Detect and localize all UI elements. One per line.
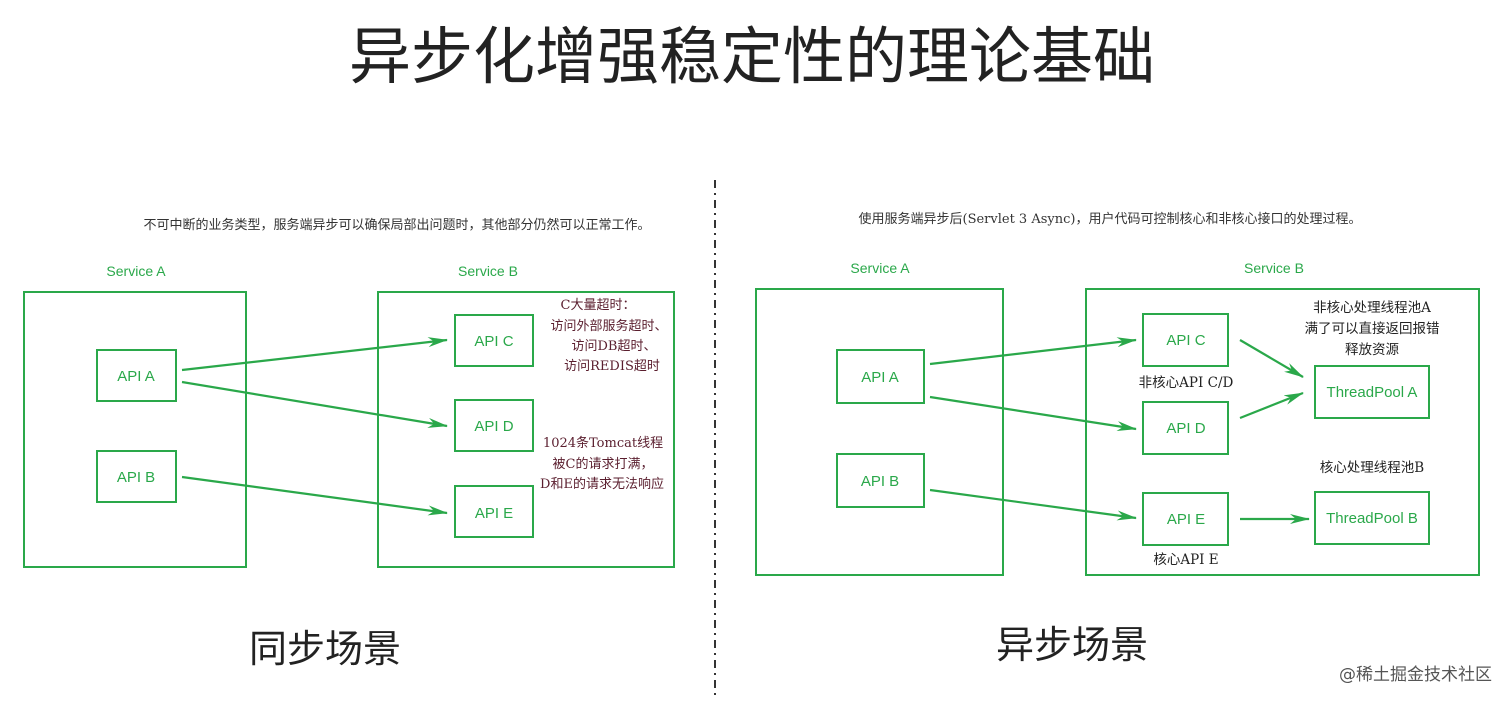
async-arrow-c-to-pool-a xyxy=(1239,339,1304,378)
sync-note-timeout-line-3: 访问DB超时、 xyxy=(572,339,657,354)
async-arrow-d-to-pool-a xyxy=(1239,391,1304,420)
sync-service-a-box xyxy=(23,291,247,568)
async-api-c-label: API C xyxy=(1166,332,1205,349)
sync-service-b-label: Service B xyxy=(458,263,518,279)
async-service-a-label: Service A xyxy=(850,260,910,276)
async-api-b-box xyxy=(836,453,925,508)
sync-note-timeout-line-4: 访问REDIS超时 xyxy=(564,359,660,374)
sync-api-a-label: API A xyxy=(117,368,155,385)
sync-api-d-box xyxy=(454,399,534,452)
async-note-pool-a-line-2: 满了可以直接返回报错 xyxy=(1305,320,1440,337)
sync-service-a-label: Service A xyxy=(106,263,166,279)
async-arrow-a-to-c xyxy=(929,337,1137,366)
sync-caption: 不可中断的业务类型，服务端异步可以确保局部出问题时，其他部分仍然可以正常工作。 xyxy=(143,217,650,233)
page-title: 异步化增强稳定性的理论基础 xyxy=(349,20,1155,93)
sync-note-timeout-line-2: 访问外部服务超时、 xyxy=(550,318,667,334)
sync-api-c-box xyxy=(454,314,534,367)
async-arrow-b-to-e xyxy=(929,488,1137,521)
sync-api-b-label: API B xyxy=(117,469,155,486)
sync-note-threads: 1024条Tomcat线程 被C的请求打满， D和E的请求无法响应 xyxy=(540,435,664,492)
async-service-b-box xyxy=(1085,288,1480,576)
watermark: @稀土掘金技术社区 xyxy=(1339,665,1492,685)
sync-api-d-label: API D xyxy=(474,418,513,435)
async-note-pool-a: 非核心处理线程池A 满了可以直接返回报错 释放资源 xyxy=(1305,300,1440,358)
async-scene-label: 异步场景 xyxy=(996,623,1148,667)
async-api-d-box xyxy=(1142,401,1229,455)
sync-scenario: 不可中断的业务类型，服务端异步可以确保局部出问题时，其他部分仍然可以正常工作。 … xyxy=(23,217,675,671)
async-api-a-box xyxy=(836,349,925,404)
async-api-e-label: API E xyxy=(1167,511,1205,528)
async-service-a-box xyxy=(755,288,1004,576)
sync-api-e-box xyxy=(454,485,534,538)
sync-note-timeout: C大量超时： 访问外部服务超时、 访问DB超时、 访问REDIS超时 xyxy=(550,298,667,374)
async-threadpool-b-box xyxy=(1314,491,1430,545)
async-service-b-label: Service B xyxy=(1244,260,1304,276)
async-api-a-label: API A xyxy=(861,369,899,386)
sync-service-b-box xyxy=(377,291,675,568)
sync-arrow-b-to-e xyxy=(181,475,448,516)
async-arrow-a-to-d xyxy=(929,395,1137,432)
sync-api-c-label: API C xyxy=(474,333,513,350)
async-scenario: 使用服务端异步后(Servlet 3 Async)，用户代码可控制核心和非核心接… xyxy=(755,211,1480,667)
sync-note-threads-line-2: 被C的请求打满， xyxy=(553,456,654,472)
async-note-pool-a-line-3: 释放资源 xyxy=(1345,342,1399,358)
sync-note-threads-line-3: D和E的请求无法响应 xyxy=(540,476,664,492)
sync-arrow-a-to-d xyxy=(181,380,448,428)
sync-api-e-label: API E xyxy=(475,505,513,522)
sync-api-b-box xyxy=(96,450,177,503)
async-note-pool-b: 核心处理线程池B xyxy=(1320,460,1424,476)
async-threadpool-b-label: ThreadPool B xyxy=(1326,510,1418,527)
async-note-pool-a-line-1: 非核心处理线程池A xyxy=(1313,300,1431,316)
async-threadpool-a-label: ThreadPool A xyxy=(1327,384,1418,401)
async-api-d-label: API D xyxy=(1166,420,1205,437)
async-api-e-box xyxy=(1142,492,1229,546)
sync-note-threads-line-1: 1024条Tomcat线程 xyxy=(543,435,663,451)
async-api-c-box xyxy=(1142,313,1229,367)
async-label-noncore-cd: 非核心API C/D xyxy=(1139,375,1234,391)
sync-arrow-a-to-c xyxy=(181,337,448,372)
async-threadpool-a-box xyxy=(1314,365,1430,419)
sync-api-a-box xyxy=(96,349,177,402)
async-api-b-label: API B xyxy=(861,473,899,490)
async-label-core-e: 核心API E xyxy=(1153,552,1218,568)
sync-note-timeout-line-1: C大量超时： xyxy=(561,298,636,313)
async-caption: 使用服务端异步后(Servlet 3 Async)，用户代码可控制核心和非核心接… xyxy=(859,211,1362,227)
sync-scene-label: 同步场景 xyxy=(249,627,401,671)
